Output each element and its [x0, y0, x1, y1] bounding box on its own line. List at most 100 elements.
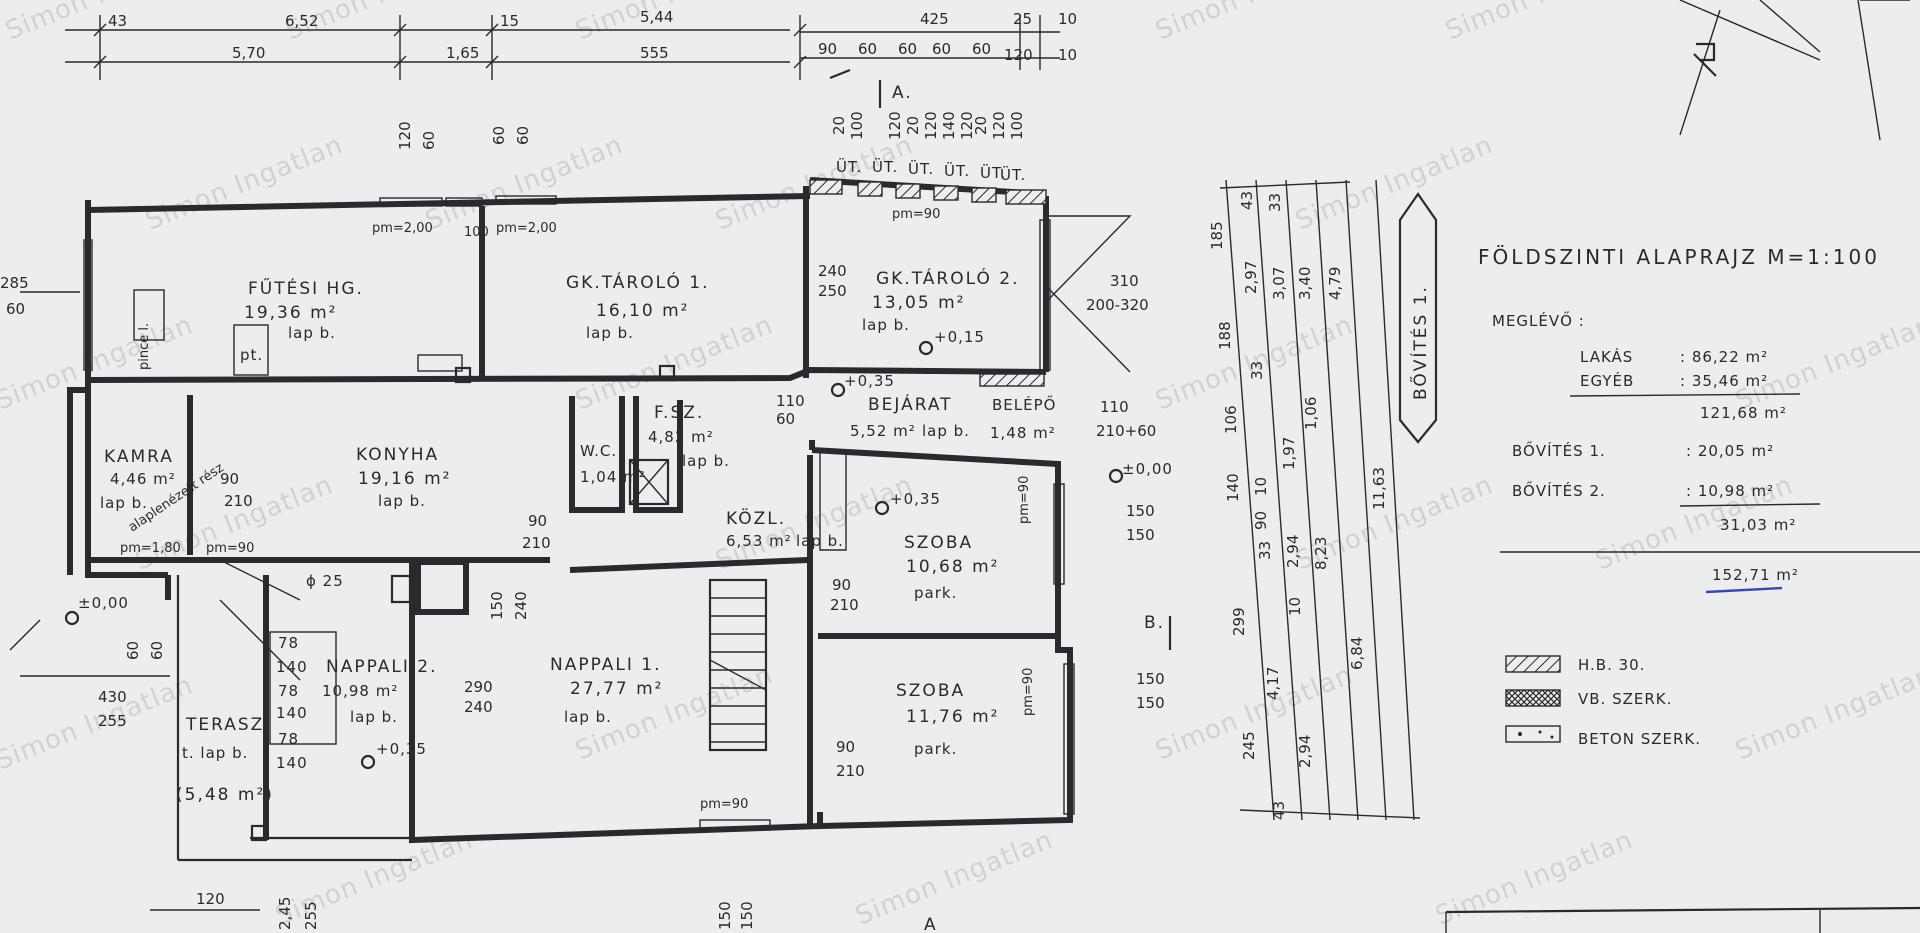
room-floor: lap b.: [586, 324, 634, 342]
room-name: SZOBA: [904, 533, 973, 553]
right-dimension-column: 185 188 106 140 299 245 43 2,97 33 10 90…: [1208, 179, 1421, 821]
door-dim: 210: [836, 762, 865, 780]
level-015: +0,15: [934, 328, 985, 346]
room-labels: FŰTÉSI HG. 19,36 m² lap b. GK.TÁROLÓ 1. …: [100, 267, 1056, 805]
dim-v-w8: 20: [972, 116, 990, 135]
bottom-dim: 150: [738, 901, 756, 930]
dim-top-10b: 10: [1058, 46, 1077, 64]
level-marker: +0,35: [874, 490, 940, 516]
watermark: Simon Ingatlan: [1, 0, 207, 46]
bottom-dim: 150: [716, 901, 734, 930]
pm-label: pm=2,00: [372, 221, 433, 236]
room-name: GK.TÁROLÓ 1.: [566, 271, 709, 293]
dim-top-555: 555: [640, 44, 669, 62]
watermark: Simon Ingatlan: [1151, 0, 1357, 46]
room-kozl: KÖZL. 6,53 m² lap b.: [726, 507, 843, 550]
door-dim: 290: [464, 678, 493, 696]
ut-label: ÜT.: [980, 163, 1006, 182]
level-marker: ±0,00: [1108, 460, 1173, 484]
room-name: TERASZ: [185, 715, 264, 735]
room-nappali1: NAPPALI 1. 27,77 m² lap b.: [550, 655, 662, 726]
dim-top-60b: 60: [898, 40, 917, 58]
room-floor: lap b.: [288, 324, 336, 342]
level-035-a: +0,35: [844, 372, 895, 390]
room-name: W.C.: [580, 442, 617, 460]
room-area: 10,68 m²: [906, 557, 999, 577]
ut-label: ÜT.: [944, 161, 970, 180]
dim-v-w1: 20: [830, 116, 848, 135]
dim-top-90: 90: [818, 40, 837, 58]
left-dim: 60: [6, 300, 25, 318]
right-dim: 2,97: [1242, 261, 1260, 294]
room-area: (5,48 m²): [176, 785, 274, 805]
left-dim: 430: [98, 688, 127, 706]
hb30-hatched-blocks: [809, 179, 1047, 387]
bov2-label: BŐVÍTÉS 2.: [1512, 480, 1606, 500]
room-name: NAPPALI 1.: [550, 655, 662, 675]
bov2-value: : 10,98 m²: [1686, 482, 1774, 500]
dim-v-w10: 100: [1008, 111, 1026, 140]
room-wc: W.C. 1,04 m²: [580, 442, 645, 486]
level-marker: +0,35: [830, 372, 895, 398]
dim-top-570: 5,70: [232, 44, 265, 62]
extension-label: BŐVÍTÉS 1.: [1409, 285, 1431, 400]
pm-label: pm=90: [206, 541, 254, 556]
door-dim: 240: [818, 262, 847, 280]
door-dim: 110: [1100, 398, 1129, 416]
level-000-a: ±0,00: [1122, 460, 1173, 478]
door-dim: 250: [818, 282, 847, 300]
pince-label: pince l.: [137, 323, 152, 370]
pm-label: 100: [464, 225, 489, 240]
door-dim: 110: [776, 392, 805, 410]
dim-v-w3: 120: [886, 111, 904, 140]
stair-dim: 78: [278, 634, 299, 652]
walls: [67, 177, 1132, 862]
door-dim: 240: [464, 698, 493, 716]
pm-label: pm=90: [1021, 668, 1036, 716]
plan-title: FÖLDSZINTI ALAPRAJZ M=1:100: [1478, 245, 1880, 269]
watermark: Simon Ingatlan: [1431, 825, 1637, 932]
dim-top-10a: 10: [1058, 10, 1077, 28]
stair-dim: 78: [278, 730, 299, 748]
section-a-label: A.: [892, 83, 913, 103]
room-area: 16,10 m²: [596, 301, 689, 321]
pm-label: pm=2,00: [496, 221, 557, 236]
dim-v-60b: 60: [490, 126, 508, 145]
room-area: 1,48 m²: [990, 424, 1056, 442]
door-dim: 90: [836, 738, 855, 756]
door-dim: 60: [776, 410, 795, 428]
room-belepo: BELÉPŐ 1,48 m²: [990, 394, 1056, 442]
room-area: 19,36 m²: [244, 303, 337, 323]
room-fsz: F.SZ. 4,82 m² lap b.: [648, 403, 729, 470]
right-dim: 245: [1240, 731, 1258, 760]
section-a-bottom: A: [924, 915, 938, 933]
dim-top-25: 25: [1013, 10, 1032, 28]
right-dim: 6,84: [1348, 637, 1366, 670]
room-floor: lap b.: [922, 422, 970, 440]
egyeb-label: EGYÉB: [1580, 371, 1634, 390]
phi25-label: ϕ 25: [306, 572, 344, 590]
dim-v-60c: 60: [514, 126, 532, 145]
level-marker: +0,15: [918, 328, 985, 356]
dim-top-60a: 60: [858, 40, 877, 58]
ut-label: ÜT.: [1000, 165, 1026, 184]
right-dim: 140: [1224, 473, 1242, 502]
legend-label: VB. SZERK.: [1578, 690, 1672, 708]
room-terasz: TERASZ t. lap b. (5,48 m²): [176, 715, 274, 805]
right-dim: 2,94: [1296, 735, 1314, 768]
dim-v-w9: 120: [990, 111, 1008, 140]
door-dim: 150: [488, 591, 506, 620]
top-dimension-chains: 43 6,52 15 5,44 5,70 1,65 555 425 25 10 …: [65, 8, 1077, 108]
ut-label: ÜT.: [836, 157, 862, 176]
room-name: KONYHA: [356, 445, 439, 465]
right-dim: 8,23: [1312, 537, 1330, 570]
watermark: Simon Ingatlan: [851, 825, 1057, 932]
dim-top-60d: 60: [972, 40, 991, 58]
room-area: 5,52 m²: [850, 422, 916, 440]
room-nappali2: NAPPALI 2. 10,98 m² lap b.: [322, 657, 436, 726]
door-dim: 240: [512, 591, 530, 620]
pm-label: pm=90: [1017, 476, 1032, 524]
door-dim: 150: [1126, 526, 1155, 544]
level-035-c: +0,35: [376, 740, 427, 758]
bottom-dim: 2,45: [276, 897, 294, 930]
